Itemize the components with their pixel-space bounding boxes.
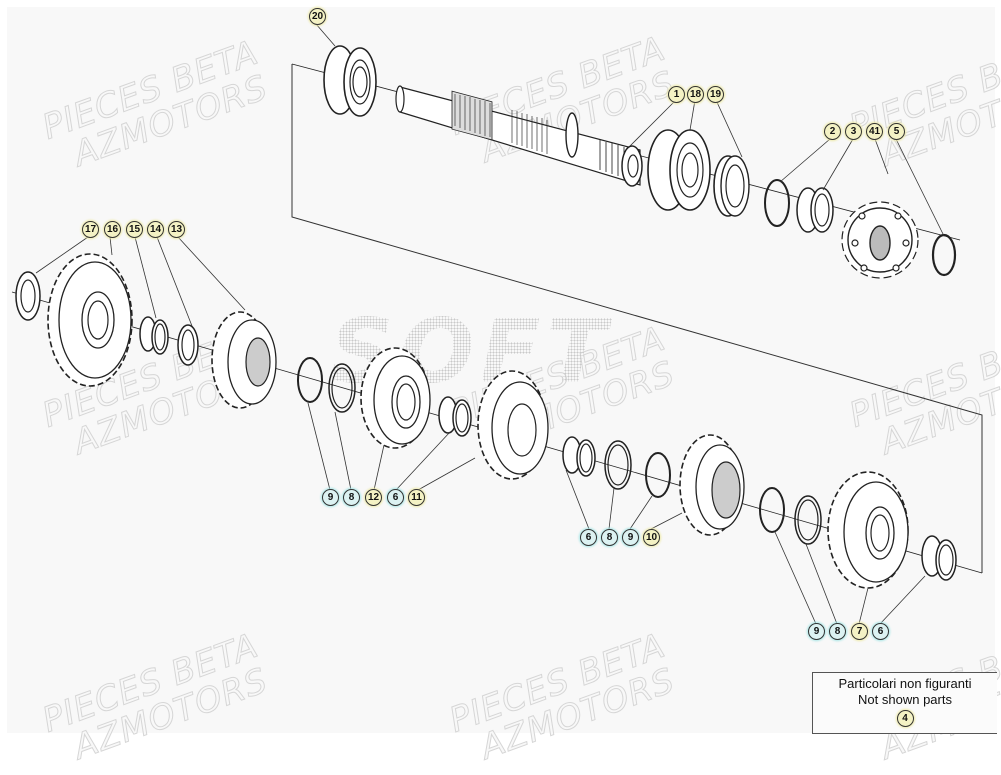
callout-16[interactable]: 16 — [104, 221, 121, 238]
callout-6[interactable]: 6 — [872, 623, 889, 640]
gear-7 — [827, 471, 909, 589]
washer-8c — [794, 495, 822, 545]
gear-11 — [477, 370, 549, 480]
washer-17 — [15, 271, 41, 321]
circlip-9c — [759, 487, 785, 533]
circlip-9a — [297, 357, 323, 403]
legend-title-en: Not shown parts — [858, 692, 952, 707]
gear-10 — [679, 434, 745, 536]
callout-10[interactable]: 10 — [643, 529, 660, 546]
oring-2 — [764, 179, 790, 227]
callout-15[interactable]: 15 — [126, 221, 143, 238]
seal-19 — [713, 155, 750, 217]
callout-9[interactable]: 9 — [808, 623, 825, 640]
bearing-20 — [323, 45, 377, 117]
callout-7[interactable]: 7 — [851, 623, 868, 640]
callout-12[interactable]: 12 — [365, 489, 382, 506]
washer-8b — [604, 440, 632, 490]
callout-2[interactable]: 2 — [824, 123, 841, 140]
assembly-frame — [291, 64, 983, 573]
callout-9[interactable]: 9 — [622, 529, 639, 546]
gear-12 — [360, 347, 431, 449]
washer-8a — [328, 363, 356, 413]
circlip-9b — [645, 452, 671, 498]
bushing-6b — [562, 436, 596, 477]
callout-8[interactable]: 8 — [343, 489, 360, 506]
washer-14 — [177, 324, 199, 366]
not-shown-parts-legend: Particolari non figuranti Not shown part… — [812, 672, 997, 734]
bushing-15 — [139, 316, 169, 355]
parts-drawing — [11, 23, 983, 625]
callout-4[interactable]: 4 — [896, 710, 914, 727]
callout-17[interactable]: 17 — [82, 221, 99, 238]
leader-lines — [35, 23, 945, 625]
callout-6[interactable]: 6 — [387, 489, 404, 506]
callout-41[interactable]: 41 — [866, 123, 883, 140]
callout-9[interactable]: 9 — [322, 489, 339, 506]
bushing-6c — [921, 535, 957, 581]
bushing-6a — [438, 396, 472, 437]
spacer-3 — [796, 187, 834, 233]
main-shaft-1 — [395, 85, 643, 187]
sprocket-41 — [841, 201, 919, 279]
bearing-18 — [647, 129, 711, 211]
callout-18[interactable]: 18 — [687, 86, 704, 103]
callout-6[interactable]: 6 — [580, 529, 597, 546]
callout-11[interactable]: 11 — [408, 489, 425, 506]
callout-8[interactable]: 8 — [601, 529, 618, 546]
callout-13[interactable]: 13 — [168, 221, 185, 238]
callout-1[interactable]: 1 — [668, 86, 685, 103]
callout-3[interactable]: 3 — [845, 123, 862, 140]
gear-13 — [211, 311, 277, 409]
callout-20[interactable]: 20 — [309, 8, 326, 25]
legend-title-it: Particolari non figuranti — [838, 676, 972, 691]
callout-19[interactable]: 19 — [707, 86, 724, 103]
callout-8[interactable]: 8 — [829, 623, 846, 640]
callout-5[interactable]: 5 — [888, 123, 905, 140]
circlip-5 — [931, 233, 957, 277]
gear-16 — [47, 253, 133, 387]
callout-14[interactable]: 14 — [147, 221, 164, 238]
